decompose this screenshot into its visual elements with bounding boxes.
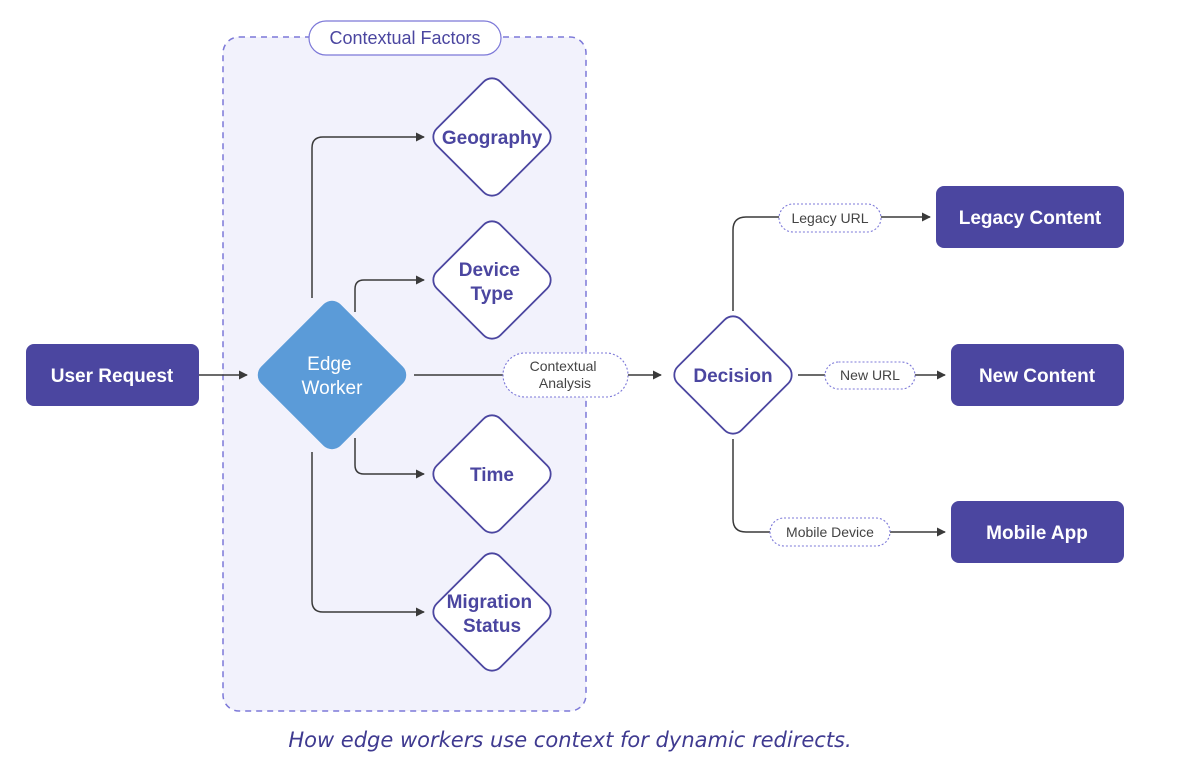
- user-request-label: User Request: [51, 366, 174, 387]
- new-content-label: New Content: [979, 366, 1096, 387]
- contextual-analysis-label: Contextual Analysis: [530, 358, 601, 391]
- edge-worker-to-time: [354, 438, 425, 479]
- decision-node: [673, 315, 793, 435]
- geography-line-1: Geography: [442, 128, 543, 149]
- edge-worker-node: [257, 300, 407, 450]
- edge-decision-to-legacy: [732, 212, 931, 311]
- time-node: [432, 414, 552, 534]
- geography-label: Geography: [442, 128, 543, 149]
- contextual-factors-label: Contextual Factors: [329, 28, 480, 48]
- new-content-node: [951, 344, 1124, 406]
- migration-status-line-2: Status: [463, 616, 521, 637]
- edge-worker-to-device-type: [354, 275, 425, 312]
- geography-node: [432, 77, 552, 197]
- diagram-caption: How edge workers use context for dynamic…: [288, 728, 852, 752]
- new-url-pill: [824, 361, 916, 390]
- contextual-analysis-pill: [502, 352, 629, 398]
- time-line-1: Time: [470, 465, 514, 486]
- legacy-url-pill: [778, 203, 882, 233]
- migration-status-line-1: Migration: [447, 592, 533, 613]
- time-label: Time: [470, 465, 514, 486]
- migration-status-node: [432, 552, 552, 672]
- mobile-app-label: Mobile App: [986, 523, 1088, 544]
- user-request-node: [26, 344, 199, 406]
- edge-worker-to-geography: [311, 132, 425, 298]
- mobile-app-node: [951, 501, 1124, 563]
- device-type-node: [432, 220, 552, 340]
- mobile-device-pill: [769, 517, 891, 547]
- contextual-factors-label-box: [308, 20, 502, 56]
- mobile-device-label: Mobile Device: [786, 524, 874, 540]
- contextual-analysis-line-2: Analysis: [539, 375, 591, 391]
- edge-worker-label: Edge Worker: [302, 354, 364, 399]
- decision-label: Decision: [693, 366, 772, 387]
- device-type-line-1: Device: [459, 260, 520, 281]
- legacy-url-label: Legacy URL: [791, 210, 868, 226]
- edge-worker-line-1: Edge: [307, 354, 351, 375]
- edge-decision-to-mobile: [732, 439, 946, 537]
- contextual-analysis-line-1: Contextual: [530, 358, 597, 374]
- new-url-label: New URL: [840, 367, 900, 383]
- device-type-line-2: Type: [471, 284, 514, 305]
- edge-worker-to-migration-status: [311, 452, 425, 617]
- legacy-content-label: Legacy Content: [959, 208, 1102, 229]
- legacy-content-node: [936, 186, 1124, 248]
- edge-worker-line-2: Worker: [302, 378, 364, 399]
- migration-status-label: Migration Status: [447, 592, 538, 637]
- device-type-label: Device Type: [459, 260, 526, 305]
